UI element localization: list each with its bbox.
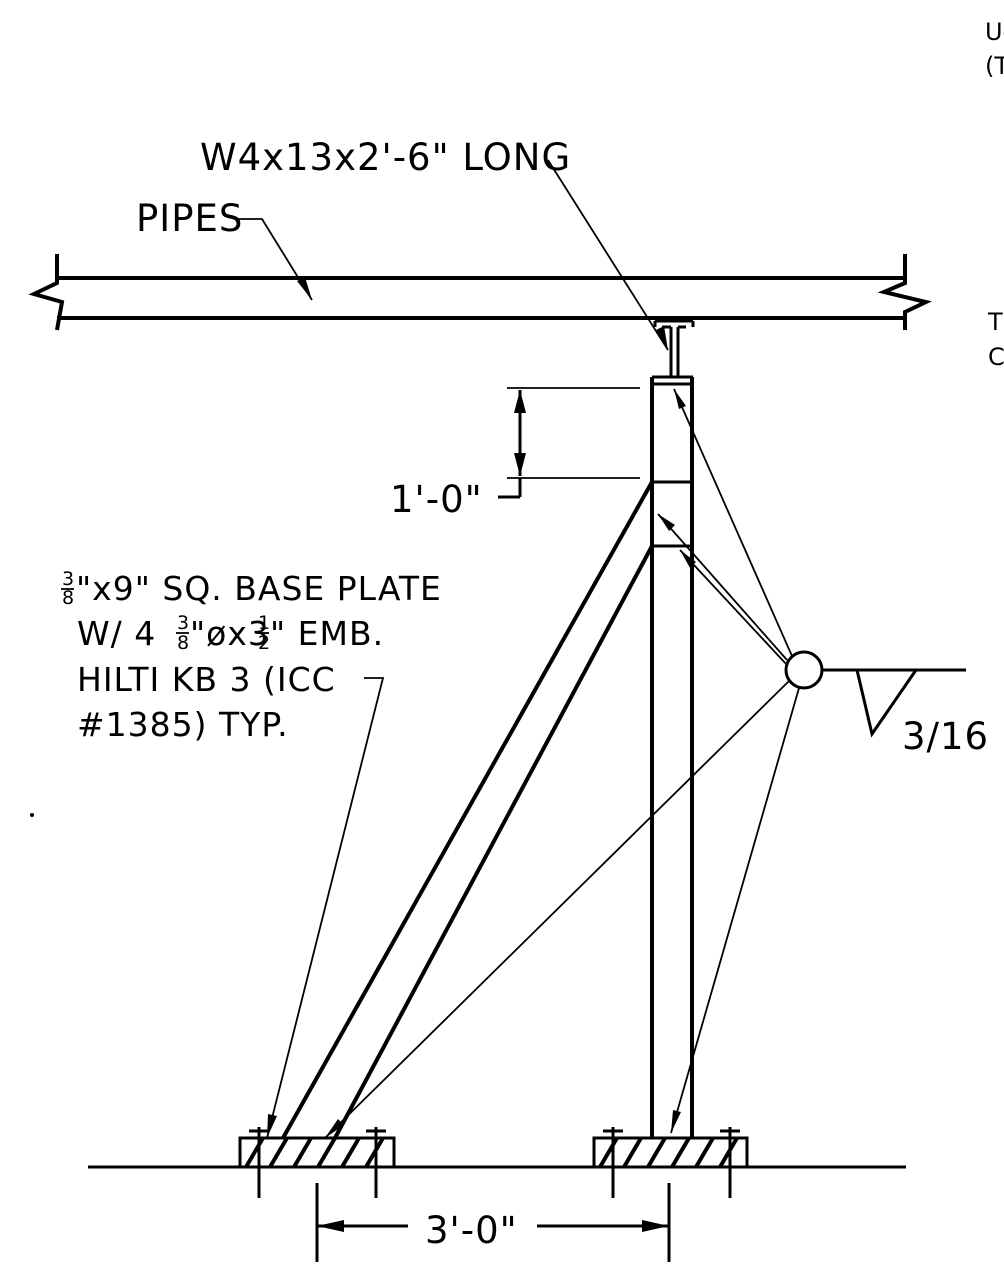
base-plate-frac2-num: 1 xyxy=(258,612,270,634)
corner-note-4: C xyxy=(988,343,1004,371)
base-plate-line-1: "x9" SQ. BASE PLATE xyxy=(76,569,442,608)
base-plate-line-4: #1385) TYP. xyxy=(77,705,289,744)
corner-note-1: U- xyxy=(985,18,1004,46)
beam-label: W4x13x2'-6" LONG xyxy=(200,136,571,179)
horizontal-dimension-label: 3'-0" xyxy=(425,1209,518,1252)
weld-symbol xyxy=(324,388,966,1139)
leader-lines xyxy=(237,159,669,1139)
base-plate-frac1-den: 8 xyxy=(177,632,189,654)
base-plate-line-3: HILTI KB 3 (ICC xyxy=(77,660,336,699)
vertical-dimension-label: 1'-0" xyxy=(390,478,483,521)
stray-mark xyxy=(30,813,34,817)
base-plate-line-2b: "øx3 xyxy=(190,614,270,653)
base-plate-frac2-den: 2 xyxy=(258,632,270,654)
base-plate-frac1-num: 3 xyxy=(177,612,189,634)
base-plate-frac-den: 8 xyxy=(62,587,74,609)
w4x13-beam-section xyxy=(652,319,695,386)
base-plate-line-2a: W/ 4 xyxy=(77,614,156,653)
horizontal-dimension xyxy=(315,1183,671,1262)
corner-note-2: (T xyxy=(985,52,1004,80)
base-plate-frac-num: 3 xyxy=(62,568,74,590)
right-break-symbol xyxy=(877,254,932,330)
right-base-plate xyxy=(592,1127,749,1198)
pipe-run xyxy=(28,254,932,331)
diagonal-brace xyxy=(281,481,654,1139)
vertical-dimension xyxy=(498,387,640,499)
corner-note-3: T xyxy=(987,308,1003,336)
pipes-label: PIPES xyxy=(136,197,243,240)
left-base-plate xyxy=(238,1127,396,1198)
weld-size-label: 3/16 xyxy=(902,715,989,758)
left-break-symbol xyxy=(28,254,65,331)
vertical-post xyxy=(650,377,694,1138)
base-plate-line-2c: " EMB. xyxy=(270,614,384,653)
